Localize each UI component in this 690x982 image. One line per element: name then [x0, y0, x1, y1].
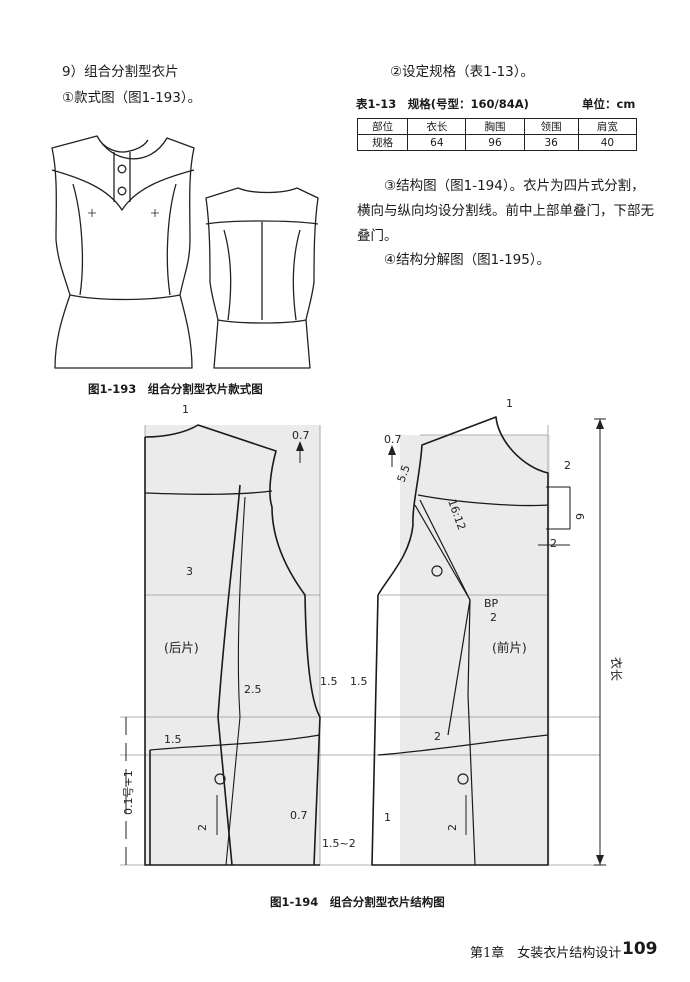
front-lower-button-mark: [457, 773, 469, 785]
table-cell: 96: [465, 134, 525, 151]
back-garment-outline: [205, 187, 319, 369]
label-15-left: 1.5: [164, 733, 182, 746]
label-6: 6: [573, 513, 586, 520]
arrow-length-bottom: [596, 855, 604, 865]
back-piece-label: (后片): [164, 640, 199, 655]
front-yoke-line: [51, 169, 195, 211]
label-1-front: 1: [506, 397, 513, 410]
label-1-hem: 1: [384, 811, 391, 824]
side-dimension-label: 0.1号+1: [122, 770, 135, 815]
label-2-back-hem: 2: [196, 824, 209, 831]
footer-chapter: 第1章 女装衣片结构设计: [470, 946, 622, 961]
back-princess-seam-right: [292, 229, 301, 321]
front-dart-mark-left: [88, 209, 96, 217]
figure-193-caption: 图1-193 组合分割型衣片款式图: [88, 382, 263, 396]
dimension-arrows: [296, 419, 604, 865]
table-header-cell: 肩宽: [577, 118, 638, 135]
front-princess-seam-left: [72, 183, 84, 296]
back-waistband: [217, 319, 307, 324]
label-2-front-waist: 2: [434, 730, 441, 743]
spec-table: 部位 衣长 胸围 领围 肩宽 规格 64 96 36 40: [356, 118, 638, 151]
label-2-chest: 2: [550, 537, 557, 550]
front-placket-line: [113, 152, 131, 202]
structure-drawing-figure: (后片) (前片) BP 1 1 0.7 0.7 3 2.5 1.5 1.5 1…: [120, 397, 624, 866]
style-figure-heading: ①款式图（图1-193）。: [62, 90, 202, 106]
front-button-mark: [431, 565, 443, 577]
garment-length-label: 衣长: [609, 657, 624, 681]
unit-label: 单位：cm: [582, 97, 636, 111]
front-piece-label: (前片): [492, 640, 527, 655]
front-piece-outline: [371, 416, 571, 866]
structure-paragraph: ③结构图（图1-194）。衣片为四片式分割，横向与纵向均设分割线。前中上部单叠门…: [357, 178, 654, 244]
label-07-hem: 0.7: [290, 809, 308, 822]
front-button-top: [117, 164, 127, 174]
back-yoke-line: [205, 220, 319, 225]
spec-heading: ②设定规格（表1-13）。: [390, 64, 534, 80]
arrow-up-front: [388, 445, 396, 455]
label-1-back: 1: [182, 403, 189, 416]
style-drawing-figure: [51, 135, 319, 369]
front-princess-seam-right: [166, 183, 177, 296]
label-15-mid-a: 1.5: [320, 675, 338, 688]
label-2-bp: 2: [490, 611, 497, 624]
arrow-up-back: [296, 441, 304, 451]
table-row: 规格 64 96 36 40: [356, 134, 638, 151]
back-button-mark: [214, 773, 226, 785]
table-cell: 规格: [356, 134, 409, 151]
label-25: 2.5: [244, 683, 262, 696]
breakdown-paragraph: ④结构分解图（图1-195）。: [384, 252, 551, 268]
front-waistband: [69, 294, 181, 301]
label-15-2-hem: 1.5~2: [322, 837, 356, 850]
pattern-shade-front: [400, 435, 550, 865]
back-princess-seam-left: [223, 229, 232, 321]
table-cell: 40: [577, 134, 638, 151]
label-55: 5.5: [395, 463, 413, 484]
back-piece-outline: [144, 424, 321, 866]
page-number: 109: [622, 939, 658, 959]
front-button-bottom: [117, 186, 127, 196]
arrow-length-top: [596, 419, 604, 429]
table-caption: 表1-13 规格(号型：160/84A): [356, 97, 529, 111]
table-cell: 64: [407, 134, 467, 151]
label-2-neck: 2: [564, 459, 571, 472]
front-collar-line: [96, 135, 149, 153]
label-07-back: 0.7: [292, 429, 310, 442]
section-heading: 9）组合分割型衣片: [62, 64, 179, 80]
table-header-cell: 部位: [356, 118, 409, 135]
figure-194-caption: 图1-194 组合分割型衣片结构图: [270, 895, 445, 909]
label-15-mid-b: 1.5: [350, 675, 368, 688]
label-2-front-hem: 2: [446, 824, 459, 831]
label-07-front: 0.7: [384, 433, 402, 446]
table-cell: 36: [523, 134, 579, 151]
front-dart-mark-right: [151, 209, 159, 217]
front-garment-outline: [51, 135, 195, 369]
bp-label: BP: [484, 597, 499, 610]
label-3: 3: [186, 565, 193, 578]
